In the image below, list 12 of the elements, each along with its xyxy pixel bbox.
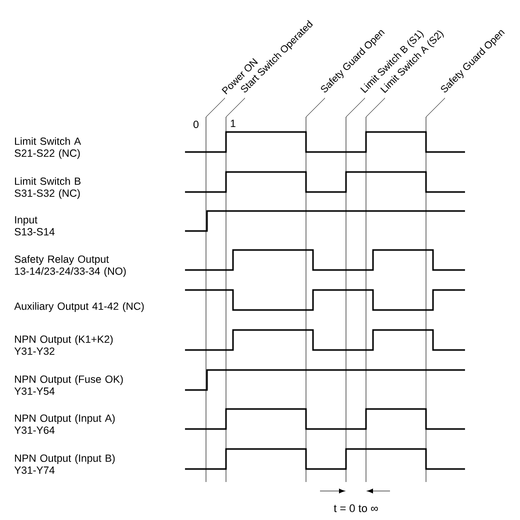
level-label: 1: [230, 120, 236, 127]
level-label: 0: [194, 120, 198, 128]
signal-label: Input S13-S14: [14, 216, 55, 236]
signal-label: NPN Output (Fuse OK) Y31-Y54: [14, 375, 123, 395]
signal-label: NPN Output (K1+K2) Y31-Y32: [14, 335, 113, 355]
signal-label: NPN Output (Input B) Y31-Y74: [14, 454, 115, 474]
dimension-label: t = 0 to ∞: [334, 504, 378, 512]
signal-label: NPN Output (Input A) Y31-Y64: [14, 414, 115, 434]
signal-label: Limit Switch B S31-S32 (NC): [14, 177, 80, 199]
signal-label: Auxiliary Output 41-42 (NC): [14, 302, 144, 312]
signal-label: Safety Relay Output 13-14/23-24/33-34 (NO): [14, 255, 126, 277]
signal-label: Limit Switch A S21-S22 (NC): [14, 137, 81, 159]
